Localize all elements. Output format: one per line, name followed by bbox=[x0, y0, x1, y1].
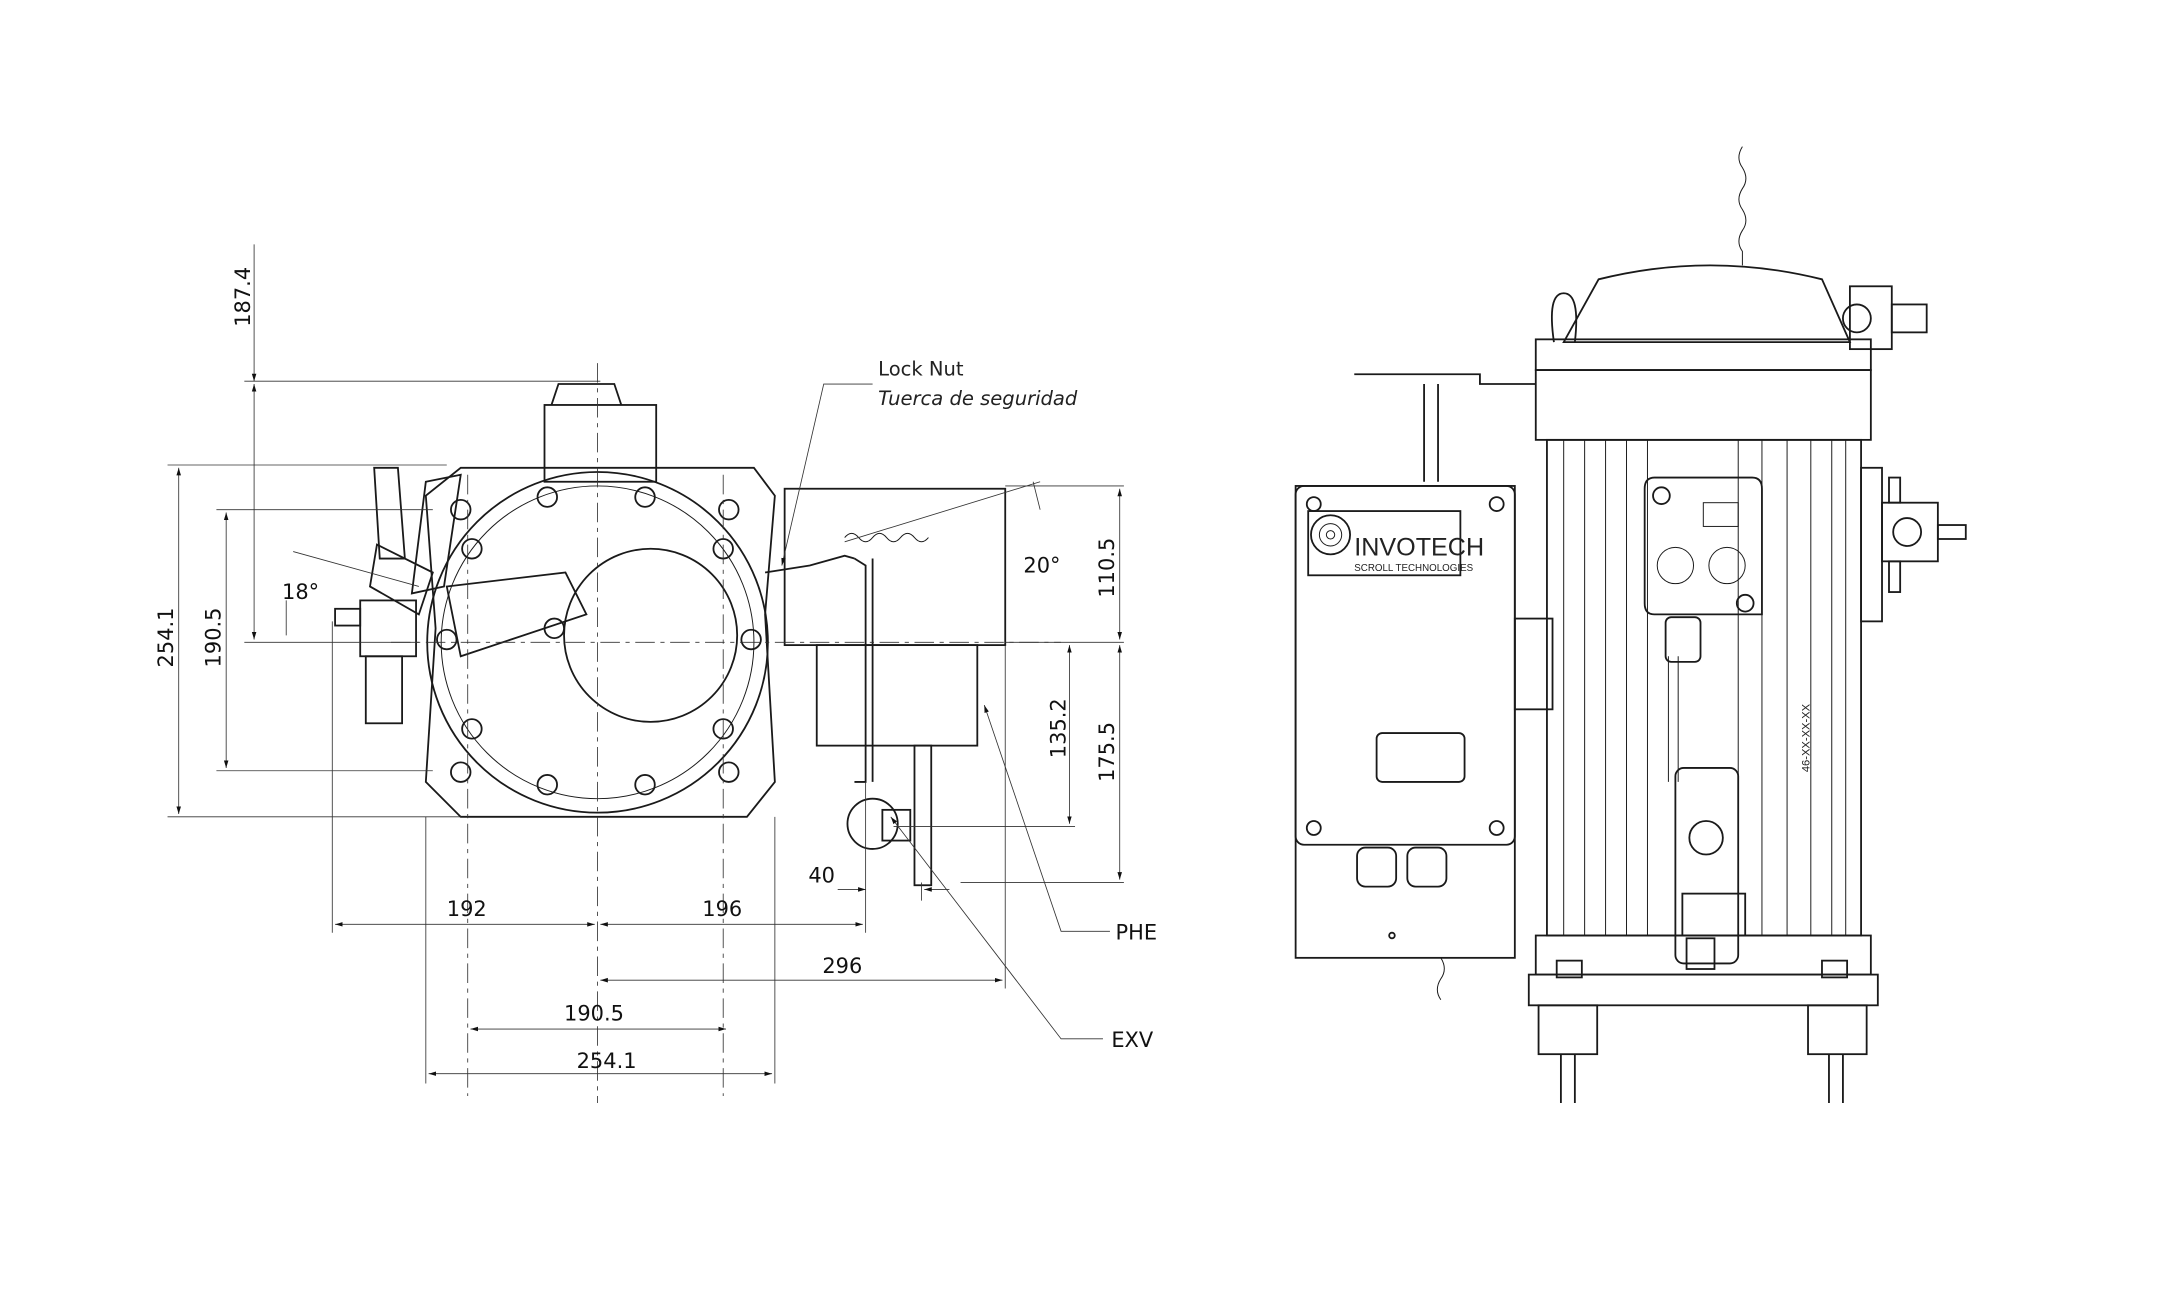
base-plate bbox=[1527, 973, 1879, 1007]
bolt-hole bbox=[450, 761, 472, 783]
dim-296: 296 bbox=[822, 954, 862, 978]
top-box bbox=[543, 404, 658, 483]
bolt-hole bbox=[634, 774, 656, 796]
spiral-logo-icon bbox=[1310, 514, 1351, 556]
compressor-body bbox=[1546, 438, 1862, 937]
lock-nut-label: Lock Nut bbox=[878, 358, 964, 381]
compressor-housing bbox=[424, 466, 776, 818]
side-fittings bbox=[1860, 466, 1967, 623]
mounting-feet bbox=[1537, 959, 1868, 1104]
screw bbox=[1305, 820, 1322, 836]
connection-pipe bbox=[1354, 373, 1536, 482]
leader-lines bbox=[781, 383, 1110, 1040]
bolt-hole bbox=[740, 628, 762, 651]
left-fittings bbox=[334, 466, 462, 725]
inlet-nut bbox=[543, 617, 565, 640]
exv-valve bbox=[846, 797, 899, 850]
bolt-hole bbox=[536, 774, 558, 796]
bolt-hole bbox=[718, 761, 740, 783]
angle-20: 20° bbox=[1023, 554, 1060, 578]
brand-subtitle: SCROLL TECHNOLOGIES bbox=[1354, 563, 1473, 574]
bolt-holes bbox=[436, 486, 762, 796]
inlet-arm bbox=[445, 571, 588, 658]
exv-label: EXV bbox=[1111, 1028, 1154, 1052]
cable-gland bbox=[1356, 846, 1398, 888]
dim-254-1-horizontal: 254.1 bbox=[577, 1049, 637, 1073]
bolt-hole bbox=[450, 498, 472, 521]
valve-bracket bbox=[1674, 767, 1747, 970]
power-cable bbox=[1436, 957, 1445, 1001]
extension-lines bbox=[167, 380, 1124, 1084]
phe-assembly bbox=[764, 487, 1007, 887]
dimension-lines bbox=[176, 244, 1122, 1076]
scroll-circle bbox=[563, 547, 739, 723]
lifting-eye bbox=[1551, 292, 1578, 343]
bolt-hole bbox=[536, 486, 558, 508]
electrical-box: INVOTECH SCROLL TECHNOLOGIES bbox=[1294, 485, 1554, 1001]
display-window bbox=[1375, 732, 1466, 783]
dim-190-5-horizontal: 190.5 bbox=[564, 1002, 624, 1026]
top-dome bbox=[1562, 264, 1852, 344]
bolt-hole bbox=[718, 498, 740, 521]
screw bbox=[1488, 496, 1505, 512]
upper-collar bbox=[1534, 369, 1872, 441]
front-view bbox=[167, 244, 1124, 1104]
top-box-cap bbox=[550, 383, 623, 406]
dimension-labels: 187.4 254.1 190.5 18° 20° 110.5 135.2 17… bbox=[154, 267, 1157, 1073]
cable-gland bbox=[1664, 616, 1702, 663]
dim-187-4: 187.4 bbox=[231, 267, 255, 327]
dim-192: 192 bbox=[447, 897, 487, 921]
dim-175-5: 175.5 bbox=[1095, 722, 1119, 782]
dim-254-1-vertical: 254.1 bbox=[154, 607, 178, 667]
dim-196: 196 bbox=[702, 897, 742, 921]
dim-40: 40 bbox=[808, 863, 835, 887]
sensor-wire bbox=[1738, 146, 1747, 266]
top-flange bbox=[1534, 338, 1872, 371]
bolt-hole bbox=[436, 628, 458, 651]
lock-nut-label-es: Tuerca de seguridad bbox=[878, 387, 1078, 410]
bolt-hole bbox=[461, 538, 483, 560]
bolt-hole bbox=[634, 486, 656, 508]
model-code: 46-XX-XX-XX bbox=[1800, 703, 1812, 772]
brand-plate bbox=[1307, 510, 1462, 577]
screw bbox=[1305, 496, 1322, 512]
cooling-fins bbox=[1563, 439, 1847, 936]
bolt-hole bbox=[461, 718, 483, 740]
mounting-bracket bbox=[1513, 617, 1554, 711]
screw bbox=[1488, 820, 1505, 836]
brand-logo-text: INVOTECH bbox=[1354, 534, 1484, 562]
dim-135-2: 135.2 bbox=[1046, 698, 1070, 758]
center-lines bbox=[390, 363, 1062, 1104]
terminal-box bbox=[1643, 476, 1763, 663]
angle-18: 18° bbox=[282, 580, 319, 604]
phe-label: PHE bbox=[1116, 921, 1158, 945]
side-view: 46-XX-XX-XX INVOTECH SCROLL TECHNOLOGIES bbox=[1294, 146, 1967, 1104]
dim-190-5-vertical: 190.5 bbox=[202, 607, 226, 667]
dim-110-5: 110.5 bbox=[1095, 538, 1119, 598]
cable-gland bbox=[1406, 846, 1448, 888]
